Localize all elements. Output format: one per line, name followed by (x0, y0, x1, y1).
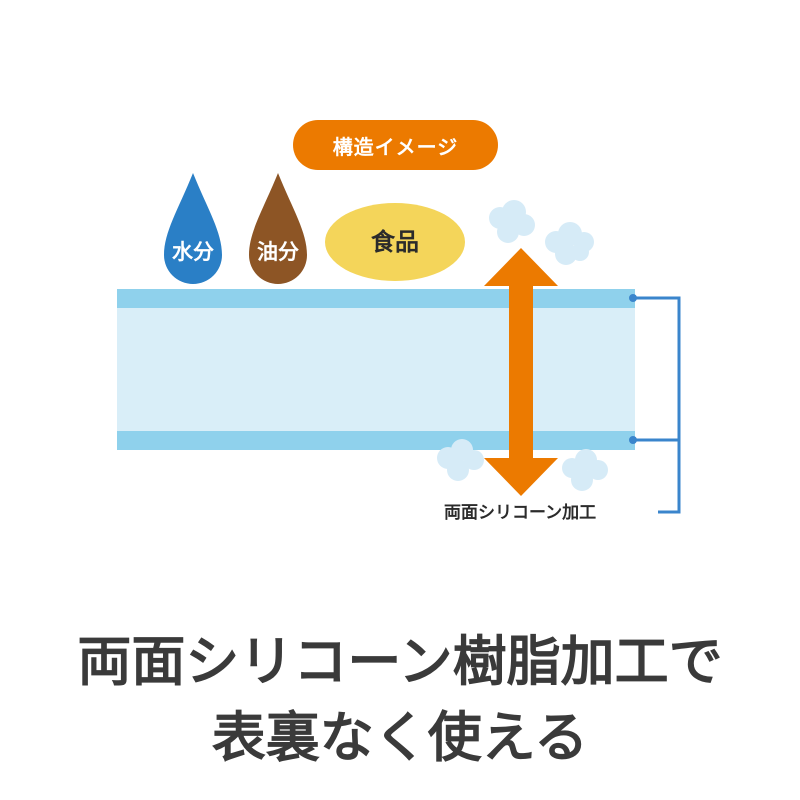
sheet-cross-section (117, 289, 635, 450)
silicone-coating-label: 両面シリコーン加工 (444, 503, 597, 523)
steam-clouds (437, 200, 608, 491)
cloud-icon (545, 222, 594, 265)
cloud-icon (489, 200, 535, 243)
oil-drop-icon (249, 173, 307, 284)
bottom-layer-marker (629, 436, 637, 444)
headline-line-2: 表裏なく使える (211, 706, 589, 769)
headline-line-1: 両面シリコーン樹脂加工で (77, 630, 723, 693)
sheet-core (117, 307, 635, 431)
water-drop-icon (164, 173, 222, 284)
food-ellipse (325, 203, 465, 281)
food-label: 食品 (371, 228, 419, 256)
badge-label: 構造イメージ (332, 134, 459, 159)
callout-bracket (633, 296, 681, 514)
oil-label: 油分 (257, 240, 299, 264)
water-label: 水分 (172, 240, 214, 264)
cloud-icon (562, 449, 608, 491)
bottom-coating-layer (117, 431, 635, 450)
cloud-icon (437, 439, 484, 481)
top-layer-marker (629, 294, 637, 302)
double-arrow-icon (484, 248, 558, 496)
structure-image-badge: 構造イメージ (293, 120, 498, 170)
top-coating-layer (117, 289, 635, 308)
